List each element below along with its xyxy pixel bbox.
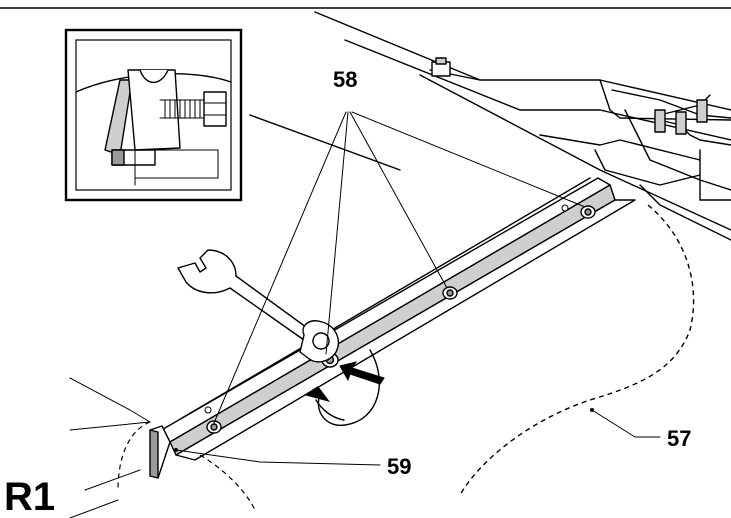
arrow-icon [339,361,385,385]
bolt [206,420,222,434]
figure-label: R1 [4,475,55,518]
bolt [580,205,596,219]
leader-line-57 [590,408,661,438]
table-edge [69,377,151,518]
callout-59: 59 [387,454,411,479]
screw-thread [159,99,206,119]
bolt [442,286,458,300]
guide-rail [149,177,636,479]
dashed-outline [117,204,695,511]
leader-line-59 [174,448,381,466]
rotate-arrow-icon [304,349,380,426]
hex-nut [203,91,227,127]
wrench-icon [177,249,340,363]
callout-57: 57 [667,426,691,451]
machine-body [249,11,731,241]
callout-58: 58 [333,67,357,92]
detail-inset [64,28,243,202]
leader-lines-58 [213,111,586,424]
